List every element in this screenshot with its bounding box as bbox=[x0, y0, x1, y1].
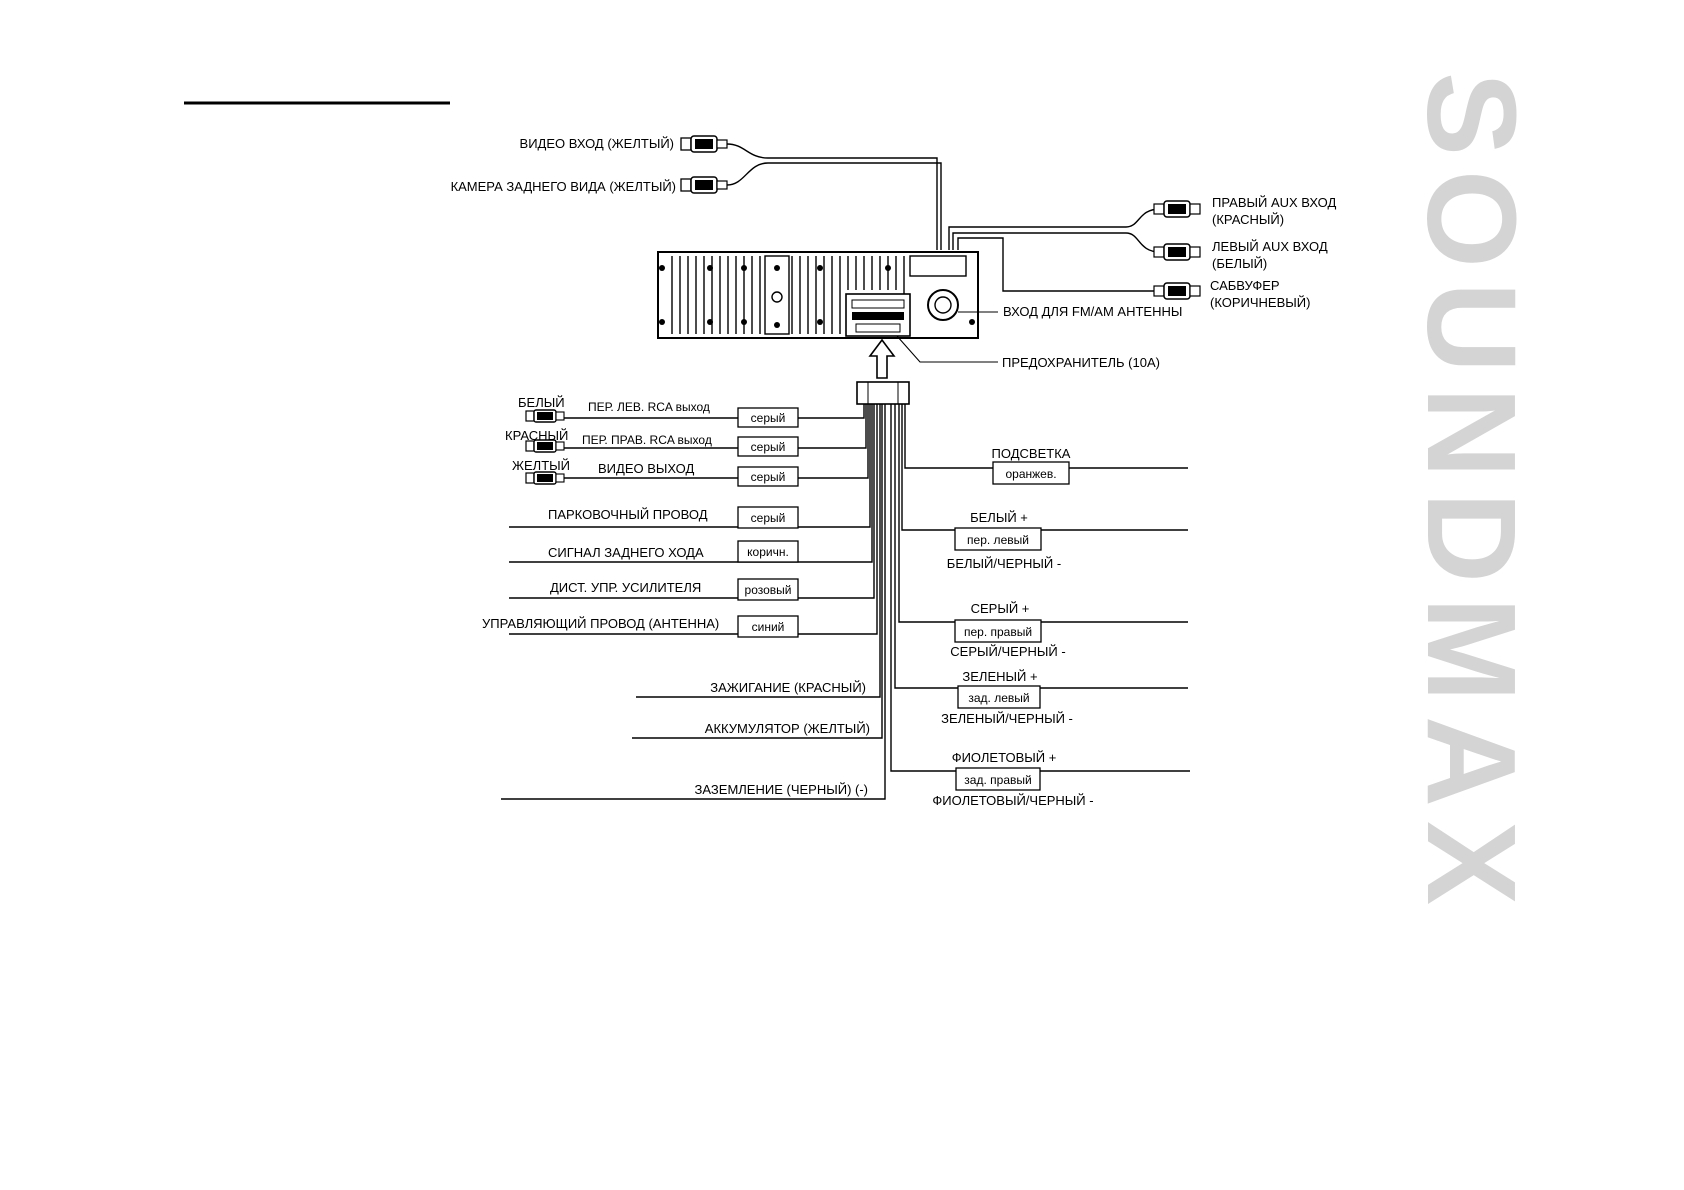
rca-plug-icon bbox=[525, 409, 565, 423]
speaker-box-label: пер. правый bbox=[964, 625, 1032, 639]
arrow-up-icon bbox=[868, 338, 896, 379]
speaker-box-label: зад. правый bbox=[964, 773, 1031, 787]
speaker-front-right: СЕРЫЙ + пер. правый СЕРЫЙ/ЧЕРНЫЙ - bbox=[950, 601, 1065, 659]
speaker-minus-label: ЗЕЛЕНЫЙ/ЧЕРНЫЙ - bbox=[941, 711, 1073, 726]
illumination-group: ПОДСВЕТКА оранжев. bbox=[992, 446, 1071, 485]
wire-color-box: коричн. bbox=[747, 545, 789, 559]
speaker-minus-label: БЕЛЫЙ/ЧЕРНЫЙ - bbox=[947, 556, 1061, 571]
speaker-minus-label: СЕРЫЙ/ЧЕРНЫЙ - bbox=[950, 644, 1065, 659]
rca-plug-icon bbox=[525, 471, 565, 485]
speaker-plus-label: ЗЕЛЕНЫЙ + bbox=[962, 669, 1037, 684]
ignition-label: ЗАЖИГАНИЕ (КРАСНЫЙ) bbox=[710, 680, 866, 695]
speaker-plus-label: ФИОЛЕТОВЫЙ + bbox=[952, 750, 1057, 765]
rca-jack-icon bbox=[1153, 200, 1201, 218]
fuse-label: ПРЕДОХРАНИТЕЛЬ (10А) bbox=[1002, 355, 1160, 370]
speaker-front-left: БЕЛЫЙ + пер. левый БЕЛЫЙ/ЧЕРНЫЙ - bbox=[947, 510, 1061, 571]
speaker-rear-right: ФИОЛЕТОВЫЙ + зад. правый ФИОЛЕТОВЫЙ/ЧЕРН… bbox=[932, 750, 1093, 808]
speaker-plus-label: БЕЛЫЙ + bbox=[970, 510, 1028, 525]
harness-plug bbox=[856, 381, 910, 405]
wire-amp-remote: ДИСТ. УПР. УСИЛИТЕЛЯ розовый bbox=[550, 578, 799, 601]
aux-right-label: ПРАВЫЙ AUX ВХОД bbox=[1212, 195, 1336, 210]
rca-color-label: БЕЛЫЙ bbox=[518, 395, 565, 410]
wire-color-box: серый bbox=[751, 440, 786, 454]
wire-color-box: серый bbox=[751, 511, 786, 525]
ground-label: ЗАЗЕМЛЕНИЕ (ЧЕРНЫЙ) (-) bbox=[695, 782, 868, 797]
rear-camera-group: КАМЕРА ЗАДНЕГО ВИДА (ЖЕЛТЫЙ) bbox=[451, 162, 942, 250]
wire-func-label: УПРАВЛЯЮЩИЙ ПРОВОД (АНТЕННА) bbox=[482, 616, 719, 631]
wire-color-box: серый bbox=[751, 470, 786, 484]
wire-color-box: серый bbox=[751, 411, 786, 425]
speaker-box-label: пер. левый bbox=[967, 533, 1029, 547]
aux-left-label: ЛЕВЫЙ AUX ВХОД bbox=[1212, 239, 1328, 254]
rca-jack-icon bbox=[1153, 243, 1201, 261]
wire-color-box: розовый bbox=[745, 583, 792, 597]
illumination-label: ПОДСВЕТКА bbox=[992, 446, 1071, 461]
rca-out-video: ЖЕЛТЫЙ ВИДЕО ВЫХОД серый bbox=[512, 458, 799, 487]
speaker-minus-label: ФИОЛЕТОВЫЙ/ЧЕРНЫЙ - bbox=[932, 793, 1093, 808]
subwoofer-group: САБВУФЕР (КОРИЧНЕВЫЙ) bbox=[1153, 278, 1310, 310]
rca-jack-icon bbox=[1153, 282, 1201, 300]
antenna-input-label: ВХОД ДЛЯ FM/AM АНТЕННЫ bbox=[1003, 304, 1182, 319]
rca-plug-icon bbox=[525, 439, 565, 453]
wire-antenna-control: УПРАВЛЯЮЩИЙ ПРОВОД (АНТЕННА) синий bbox=[482, 615, 799, 638]
head-unit bbox=[657, 251, 979, 339]
brand-logo: SOUNDMAX bbox=[1401, 72, 1542, 919]
rca-plug-icon bbox=[680, 176, 728, 194]
aux-right-color: (КРАСНЫЙ) bbox=[1212, 212, 1284, 227]
subwoofer-label: САБВУФЕР bbox=[1210, 278, 1280, 293]
aux-left-group: ЛЕВЫЙ AUX ВХОД (БЕЛЫЙ) bbox=[1153, 239, 1328, 271]
speaker-rear-left: ЗЕЛЕНЫЙ + зад. левый ЗЕЛЕНЫЙ/ЧЕРНЫЙ - bbox=[941, 669, 1073, 726]
rca-out-front-right: КРАСНЫЙ ПЕР. ПРАВ. RCA выход серый bbox=[505, 428, 799, 457]
rear-camera-label: КАМЕРА ЗАДНЕГО ВИДА (ЖЕЛТЫЙ) bbox=[451, 179, 676, 194]
wiring-diagram: SOUNDMAX ВИДЕО ВХОД (ЖЕЛТЫЙ) КАМЕРА ЗАДН… bbox=[184, 72, 1542, 919]
rca-func-label: ВИДЕО ВЫХОД bbox=[598, 461, 694, 476]
wire-func-label: СИГНАЛ ЗАДНЕГО ХОДА bbox=[548, 545, 704, 560]
rca-color-label: ЖЕЛТЫЙ bbox=[512, 458, 570, 473]
wire-reverse: СИГНАЛ ЗАДНЕГО ХОДА коричн. bbox=[548, 540, 799, 563]
aux-right-group: ПРАВЫЙ AUX ВХОД (КРАСНЫЙ) bbox=[1153, 195, 1336, 227]
wire-func-label: ПАРКОВОЧНЫЙ ПРОВОД bbox=[548, 507, 708, 522]
speaker-plus-label: СЕРЫЙ + bbox=[971, 601, 1030, 616]
video-in-label: ВИДЕО ВХОД (ЖЕЛТЫЙ) bbox=[520, 136, 674, 151]
rca-out-front-left: БЕЛЫЙ ПЕР. ЛЕВ. RCA выход серый bbox=[518, 395, 799, 428]
rca-plug-icon bbox=[680, 135, 728, 153]
aux-left-color: (БЕЛЫЙ) bbox=[1212, 256, 1267, 271]
speaker-box-label: зад. левый bbox=[968, 691, 1029, 705]
wire-color-box: синий bbox=[752, 620, 785, 634]
video-in-group: ВИДЕО ВХОД (ЖЕЛТЫЙ) bbox=[520, 135, 938, 250]
subwoofer-color: (КОРИЧНЕВЫЙ) bbox=[1210, 295, 1310, 310]
rca-func-label: ПЕР. ПРАВ. RCA выход bbox=[582, 433, 712, 447]
rca-func-label: ПЕР. ЛЕВ. RCA выход bbox=[588, 400, 710, 414]
wire-color-box: оранжев. bbox=[1005, 467, 1056, 481]
rca-color-label: КРАСНЫЙ bbox=[505, 428, 568, 443]
wire-func-label: ДИСТ. УПР. УСИЛИТЕЛЯ bbox=[550, 580, 701, 595]
wire-parking: ПАРКОВОЧНЫЙ ПРОВОД серый bbox=[548, 506, 799, 529]
battery-label: АККУМУЛЯТОР (ЖЕЛТЫЙ) bbox=[705, 721, 870, 736]
